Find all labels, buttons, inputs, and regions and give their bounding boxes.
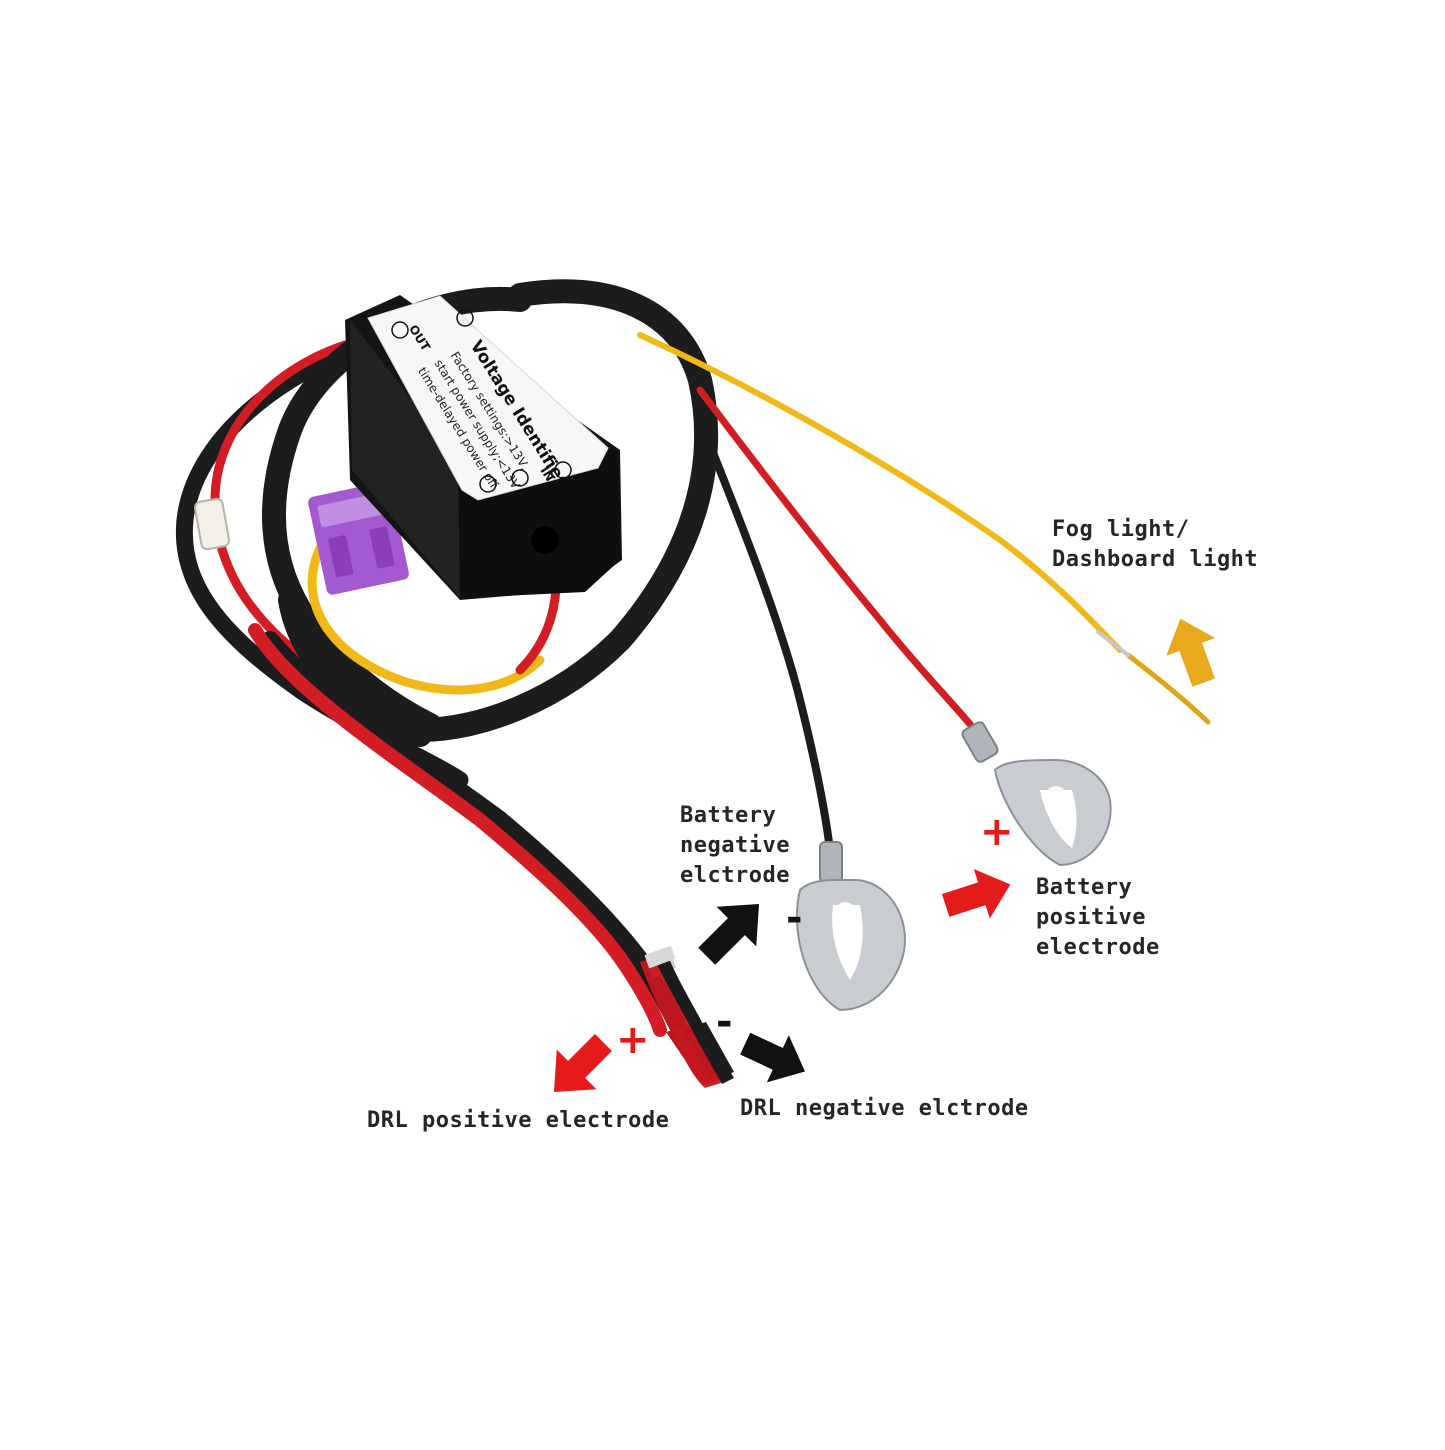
wire-connector	[193, 497, 231, 551]
arrow-up-right-icon	[698, 903, 760, 965]
voltage-identifier-module: Voltage Identifier Factory settings:>13V…	[345, 295, 622, 600]
negative-fork-terminal	[796, 841, 907, 1012]
loop-yellow	[307, 515, 545, 695]
batt-pos-line2: positive	[1036, 905, 1146, 930]
drl-positive-label: DRL positive electrode	[367, 1108, 670, 1133]
fog-label-line2: Dashboard light	[1052, 547, 1259, 572]
module-label-plate	[367, 295, 609, 501]
batt-neg-line2: negative	[680, 833, 790, 858]
batt-pos-line3: electrode	[1036, 935, 1160, 960]
arrow-up-icon	[1166, 618, 1216, 687]
drl-black-wire	[261, 631, 689, 1039]
batt-neg-line3: elctrode	[680, 863, 790, 888]
drl-cable-end	[640, 945, 734, 1088]
batt-neg-line1: Battery	[680, 803, 777, 828]
drl-red-wire	[248, 623, 667, 1037]
yellow-wire	[637, 332, 1123, 653]
battery-negative-sign: -	[786, 895, 803, 941]
fog-light-label: Fog light/ Dashboard light	[1052, 515, 1258, 575]
arrow-down-right-icon	[740, 1032, 806, 1083]
module-in-minus-icon	[511, 469, 529, 487]
batt-pos-line1: Battery	[1036, 875, 1133, 900]
positive-fork-terminal	[961, 721, 1112, 867]
module-in-label: IN	[537, 464, 557, 484]
module-out-plus-icon	[456, 309, 474, 327]
battery-negative-label: Battery negative elctrode	[680, 801, 790, 891]
drl-negative-sign: -	[716, 999, 733, 1045]
yellow-wire-tip	[1125, 652, 1211, 725]
loop-black-lower	[278, 588, 432, 747]
fog-label-line1: Fog light/	[1052, 517, 1190, 542]
yellow-wire-strip	[1096, 630, 1130, 657]
module-in-plus-icon	[554, 461, 572, 479]
arrow-right-icon	[941, 869, 1011, 919]
arrow-down-left-icon	[553, 1034, 612, 1093]
black-wire-battery	[696, 416, 834, 854]
loop-black-right	[408, 279, 719, 742]
module-out-minus-icon	[391, 321, 409, 339]
battery-positive-label: Battery positive electrode	[1036, 873, 1160, 963]
red-wire-battery	[696, 386, 979, 734]
drl-positive-sign: +	[616, 1017, 650, 1063]
drl-negative-label: DRL negative elctrode	[740, 1096, 1029, 1121]
battery-positive-sign: +	[980, 809, 1014, 855]
module-in-ground-icon	[479, 475, 497, 493]
